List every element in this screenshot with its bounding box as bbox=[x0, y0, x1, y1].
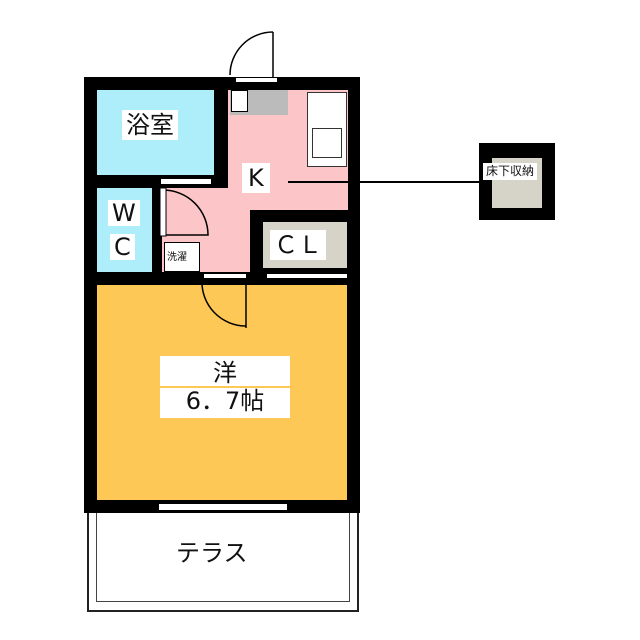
leader-line bbox=[288, 181, 484, 183]
underfloor-label: 床下収納 bbox=[483, 163, 538, 181]
sink bbox=[312, 128, 342, 158]
kitchen-label: K bbox=[242, 163, 270, 194]
terrace-railing bbox=[96, 512, 350, 602]
western-label-size: 6．7帖 bbox=[160, 388, 290, 419]
entrance-opening bbox=[235, 77, 278, 83]
wc-door-icon bbox=[160, 188, 209, 237]
terrace-label: テラス bbox=[170, 538, 254, 569]
shoe-box bbox=[231, 90, 248, 112]
bath-label: 浴室 bbox=[122, 110, 178, 141]
wc-label-c: C bbox=[110, 234, 135, 260]
western-door-frame bbox=[203, 273, 247, 279]
wc-label-w: W bbox=[108, 200, 140, 226]
closet-label: ＣＬ bbox=[270, 230, 326, 261]
western-label-type: 洋 bbox=[160, 356, 290, 387]
closet-door bbox=[266, 273, 348, 279]
window bbox=[158, 503, 288, 511]
bath-door bbox=[160, 178, 212, 185]
sink-counter bbox=[307, 92, 347, 167]
western-door-icon bbox=[201, 279, 247, 328]
entrance-door-icon bbox=[229, 31, 274, 78]
terrace bbox=[87, 508, 359, 612]
laundry-label: 洗濯 bbox=[167, 252, 187, 263]
